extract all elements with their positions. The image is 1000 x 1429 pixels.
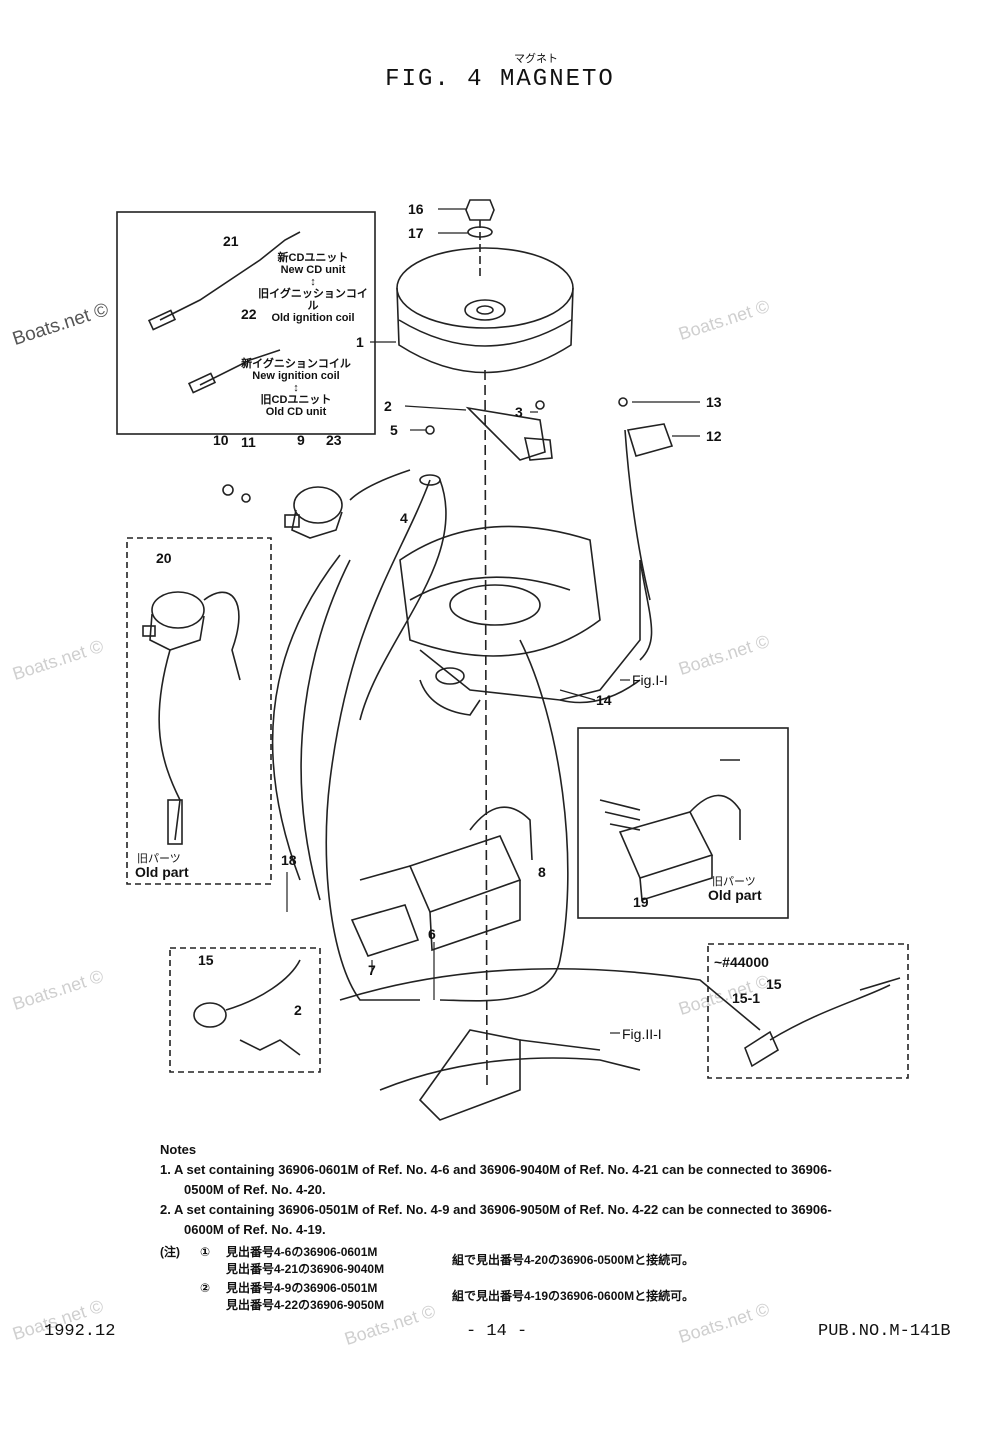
footer-date: 1992.12 bbox=[44, 1322, 116, 1341]
callout-19: 19 bbox=[633, 894, 649, 910]
jp-note-1-line1: 見出番号4-6の36906-0601M bbox=[226, 1245, 378, 1259]
label-22: 新イグニションコイル New ignition coil ↕ 旧CDユニット O… bbox=[241, 358, 351, 418]
callout-10: 10 bbox=[213, 432, 229, 448]
notes-jp: (注) ① 見出番号4-6の36906-0601M 見出番号4-21の36906… bbox=[160, 1244, 694, 1314]
callout-18: 18 bbox=[281, 852, 297, 868]
callout-11: 11 bbox=[241, 434, 256, 450]
jp-note-1-tail: 組で見出番号4-20の36906-0500Mと接続可。 bbox=[452, 1253, 695, 1267]
old-part-en-19: Old part bbox=[708, 887, 762, 903]
jp-note-2-tail: 組で見出番号4-19の36906-0600Mと接続可。 bbox=[452, 1289, 695, 1303]
ignition-coil-9 bbox=[284, 486, 343, 539]
callout-8: 8 bbox=[538, 864, 546, 880]
jp-note-mark-1: ① bbox=[200, 1245, 211, 1259]
callout-5: 5 bbox=[390, 422, 398, 438]
flywheel bbox=[396, 247, 574, 374]
jp-note-mark-2: ② bbox=[200, 1281, 211, 1295]
title-ruby: マグネト bbox=[514, 53, 558, 65]
cable-21 bbox=[159, 231, 301, 321]
callout-15-1: 15-1 bbox=[732, 990, 761, 1006]
notes-heading: Notes bbox=[160, 1142, 197, 1157]
cable-22 bbox=[199, 349, 281, 386]
lower-housing bbox=[339, 968, 761, 1031]
inset-box-44000 bbox=[707, 943, 909, 1079]
part-12 bbox=[626, 423, 674, 457]
callout-21: 21 bbox=[223, 233, 239, 249]
callout-3: 3 bbox=[515, 404, 523, 420]
callout-fig-2-1: Fig.II-I bbox=[622, 1026, 662, 1042]
callout-12: 12 bbox=[706, 428, 722, 444]
jp-note-1-line2: 見出番号4-21の36906-9040M bbox=[226, 1262, 385, 1276]
note-2: 2. A set containing 36906-0501M of Ref. … bbox=[160, 1202, 832, 1237]
callout-15: 15 bbox=[198, 952, 214, 968]
callout-2: 2 bbox=[384, 398, 392, 414]
jp-note-2-line2: 見出番号4-22の36906-9050M bbox=[226, 1298, 385, 1312]
inset-box-old19 bbox=[577, 727, 789, 919]
old-part-jp-19: 旧パーツ bbox=[712, 876, 756, 888]
inset-box-cd bbox=[116, 211, 376, 435]
jp-note-head: (注) bbox=[160, 1245, 180, 1259]
label-21: 新CDユニット New CD unit ↕ 旧イグニッションコイル Old ig… bbox=[258, 252, 368, 324]
callout-2b: 2 bbox=[294, 1002, 302, 1018]
callout-7: 7 bbox=[368, 962, 376, 978]
callout-16: 16 bbox=[408, 201, 424, 217]
footer-page: - 14 - bbox=[466, 1322, 528, 1341]
callout-4: 4 bbox=[400, 510, 408, 526]
callout-17: 17 bbox=[408, 225, 424, 241]
note-1: 1. A set containing 36906-0601M of Ref. … bbox=[160, 1162, 832, 1197]
page-title: FIG. 4 MAGNETO bbox=[385, 66, 615, 93]
old-coil-20 bbox=[142, 591, 241, 845]
notes: Notes 1. A set containing 36906-0601M of… bbox=[160, 1140, 860, 1240]
bracket-2 bbox=[465, 406, 546, 461]
stator-base bbox=[399, 525, 641, 716]
callout-15b: 15 bbox=[766, 976, 782, 992]
callout-13: 13 bbox=[706, 394, 722, 410]
inset-box-15 bbox=[169, 947, 321, 1073]
callout-fig-1-1: Fig.I-I bbox=[632, 672, 668, 688]
cd-unit-6 bbox=[359, 806, 533, 952]
old-part-jp-20: 旧パーツ bbox=[137, 853, 181, 865]
callout-1: 1 bbox=[356, 334, 364, 350]
callout-23: 23 bbox=[326, 432, 342, 448]
inset-box-old20 bbox=[126, 537, 272, 885]
bracket-7 bbox=[350, 904, 420, 957]
serial-range: ~#44000 bbox=[714, 954, 769, 970]
old-cdunit-19 bbox=[599, 759, 741, 902]
footer-pub: PUB.NO.M-141B bbox=[818, 1322, 951, 1341]
jp-note-2-line1: 見出番号4-9の36906-0501M bbox=[226, 1281, 378, 1295]
callout-22: 22 bbox=[241, 306, 257, 322]
nut-16 bbox=[465, 199, 495, 221]
callout-9: 9 bbox=[297, 432, 305, 448]
old-part-en-20: Old part bbox=[135, 864, 189, 880]
part-3 bbox=[523, 437, 553, 461]
callout-6: 6 bbox=[428, 926, 436, 942]
callout-20: 20 bbox=[156, 550, 172, 566]
callout-14: 14 bbox=[596, 692, 612, 708]
